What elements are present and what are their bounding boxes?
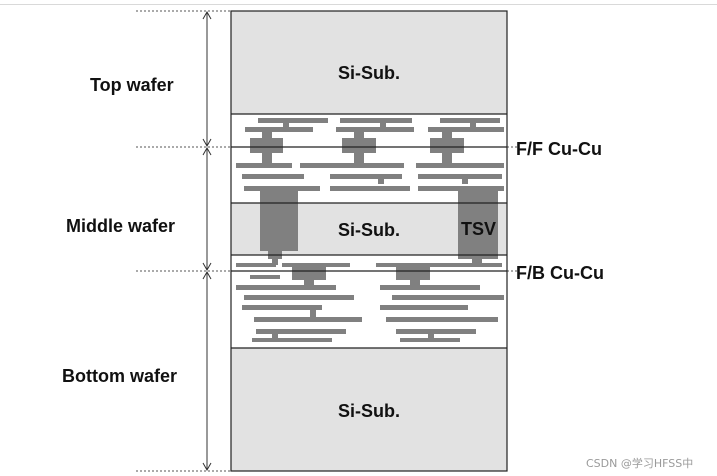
bottom-substrate-label: Si-Sub. [338,401,400,421]
tsv-label: TSV [461,219,497,239]
guide-lines [136,10,518,472]
bottom-wafer-label: Bottom wafer [62,366,178,386]
outlines [230,10,508,472]
dimension-arrows [202,10,212,472]
watermark-text: CSDN @学习HFSS中 [586,457,694,470]
middle-wafer-label: Middle wafer [66,216,176,236]
fb-bond-label: F/B Cu-Cu [516,263,604,283]
top-substrate-label: Si-Sub. [338,63,400,83]
top-divider-line [0,4,717,5]
top-substrate [231,11,507,114]
bottom-substrate [231,348,507,471]
middle-substrate-label: Si-Sub. [338,220,400,240]
metal-layers [236,118,504,342]
ff-bond-label: F/F Cu-Cu [516,139,602,159]
top-wafer-label: Top wafer [90,75,174,95]
